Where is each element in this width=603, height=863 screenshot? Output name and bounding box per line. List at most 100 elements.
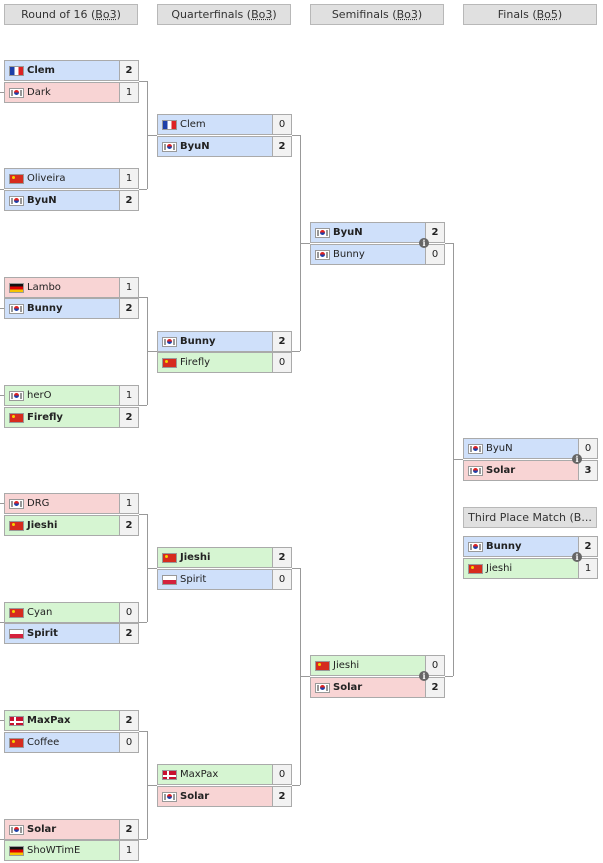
china-flag-icon [9, 738, 24, 748]
match-info-icon[interactable]: i [572, 454, 582, 464]
player-score: 2 [578, 537, 597, 556]
player-name: Jieshi [311, 656, 426, 675]
poland-flag-icon [162, 575, 177, 585]
korea-flag-icon [162, 337, 177, 347]
korea-flag-icon [162, 142, 177, 152]
header-text-end: ) [272, 8, 277, 21]
china-flag-icon [9, 608, 24, 618]
match-info-icon[interactable]: i [419, 238, 429, 248]
korea-flag-icon [315, 228, 330, 238]
best-of-abbr[interactable]: Bo5 [536, 8, 558, 21]
best-of-abbr[interactable]: Bo3 [396, 8, 418, 21]
player-name: Solar [464, 461, 579, 480]
player-name-text: Lambo [27, 282, 61, 293]
player-name: herO [5, 386, 120, 405]
match-slot[interactable]: MaxPax 0 [157, 764, 292, 785]
header-third-place[interactable]: Third Place Match (B... [463, 507, 597, 528]
player-name: Coffee [5, 733, 120, 752]
player-score: 2 [272, 332, 291, 351]
player-score: 0 [425, 656, 444, 675]
korea-flag-icon [9, 825, 24, 835]
match-slot[interactable]: Firefly 0 [157, 352, 292, 373]
player-score: 2 [119, 624, 138, 643]
player-name-text: Clem [180, 119, 206, 130]
player-name: Cyan [5, 603, 120, 622]
match-slot[interactable]: ShoWTimE 1 [4, 840, 139, 861]
player-score: 1 [119, 841, 138, 860]
player-name-text: Oliveira [27, 173, 66, 184]
player-score: 2 [119, 516, 138, 535]
player-score: 1 [119, 83, 138, 102]
player-score: 2 [272, 548, 291, 567]
player-name-text: ByuN [27, 195, 57, 206]
player-score: 3 [578, 461, 597, 480]
korea-flag-icon [162, 792, 177, 802]
player-name-text: ShoWTimE [27, 845, 81, 856]
match-slot[interactable]: Jieshi 2 [157, 547, 292, 568]
player-name: Firefly [158, 353, 273, 372]
korea-flag-icon [9, 391, 24, 401]
header-text: Round of 16 ( [21, 8, 96, 21]
player-name-text: MaxPax [180, 769, 219, 780]
header-text: Semifinals ( [331, 8, 397, 21]
player-score: 2 [119, 820, 138, 839]
korea-flag-icon [315, 250, 330, 260]
player-score: 0 [272, 765, 291, 784]
korea-flag-icon [468, 466, 483, 476]
player-score: 2 [119, 61, 138, 80]
player-score: 0 [272, 570, 291, 589]
best-of-abbr[interactable]: Bo3 [95, 8, 117, 21]
player-name-text: ByuN [486, 443, 513, 454]
match-slot[interactable]: Solar 3 [463, 460, 598, 481]
player-score: 1 [119, 386, 138, 405]
player-name-text: Jieshi [486, 563, 513, 574]
china-flag-icon [9, 413, 24, 423]
player-name-text: Jieshi [180, 552, 211, 563]
korea-flag-icon [9, 304, 24, 314]
player-name: Solar [311, 678, 426, 697]
player-name-text: Solar [486, 465, 516, 476]
player-score: 0 [272, 353, 291, 372]
best-of-abbr[interactable]: Bo3 [251, 8, 273, 21]
match-info-icon[interactable]: i [419, 671, 429, 681]
player-name-text: Firefly [180, 357, 211, 368]
player-name-text: ByuN [333, 227, 363, 238]
germany-flag-icon [9, 846, 24, 856]
china-flag-icon [9, 521, 24, 531]
korea-flag-icon [468, 444, 483, 454]
match-info-icon[interactable]: i [572, 552, 582, 562]
header-text-end: ) [116, 8, 121, 21]
player-name: Bunny [311, 245, 426, 264]
player-name-text: Coffee [27, 737, 60, 748]
player-score: 2 [119, 299, 138, 318]
header-round-of-16: Round of 16 (Bo3) [4, 4, 138, 25]
player-name: Bunny [464, 537, 579, 556]
